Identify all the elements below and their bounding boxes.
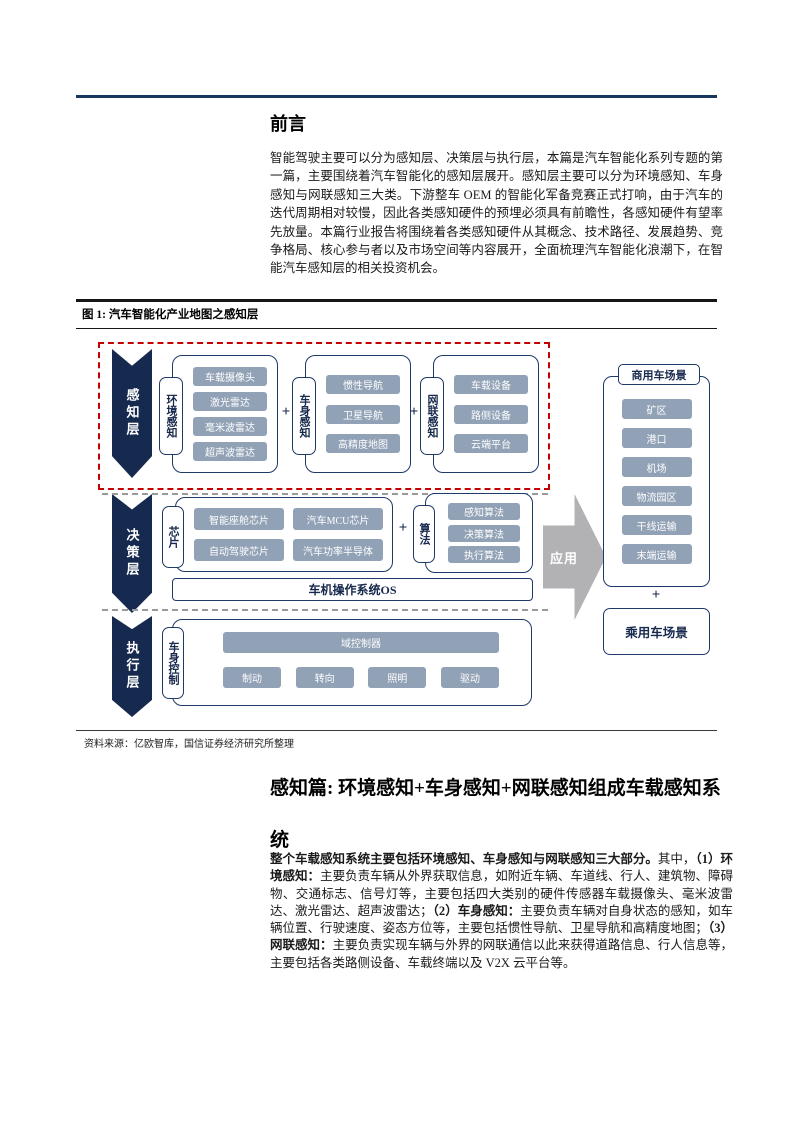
scenario-item-box: 矿区 <box>621 399 692 419</box>
env-item-box: 超声波雷达 <box>193 442 267 461</box>
algorithm-label: 算法 <box>413 505 435 563</box>
scenario-item-box: 机场 <box>621 457 692 477</box>
chip-item-box: 自动驾驶芯片 <box>194 539 284 561</box>
text-run: 其中， <box>657 852 696 866</box>
bold-run: （1）环境感知： <box>270 852 733 884</box>
algo-item-box: 决策算法 <box>448 524 520 542</box>
net-perception-group: 车载设备路侧设备云端平台 <box>433 355 539 473</box>
execution-items-row: 制动转向照明驱动 <box>223 667 499 688</box>
body-perception-label: 车身感知 <box>292 377 316 455</box>
algo-item-box: 感知算法 <box>448 503 520 521</box>
body-control-group: 域控制器 制动转向照明驱动 <box>172 619 532 706</box>
text-run: 主要负责车辆从外界获取信息，如附近车辆、车道线、行人、建筑物、障碍物、交通标志、… <box>270 869 733 918</box>
preface-paragraph: 智能驾驶主要可以分为感知层、决策层与执行层，本篇是汽车智能化系列专题的第一篇，主… <box>270 151 723 276</box>
section-heading: 感知篇: 环境感知+车身感知+网联感知组成车载感知系统 <box>270 778 721 851</box>
exec-item-box: 照明 <box>368 667 427 688</box>
chip-item-box: 智能座舱芯片 <box>194 508 284 530</box>
chip-item-box: 汽车MCU芯片 <box>293 508 383 530</box>
figure-caption-bar: 图 1: 汽车智能化产业地图之感知层 <box>76 299 717 329</box>
env-perception-label: 环境感知 <box>159 377 183 455</box>
scenario-item-box: 干线运输 <box>621 515 692 535</box>
plus-sign: + <box>651 587 661 603</box>
layer-arrow-execution: 执行层 <box>112 616 152 717</box>
bold-run: （2）车身感知： <box>432 903 521 918</box>
text-run: 主要负责实现车辆与外界的网联通信以此来获得道路信息、行人信息等，主要包括各类路侧… <box>270 938 733 970</box>
figure-source: 资料来源：亿欧智库，国信证券经济研究所整理 <box>84 739 294 750</box>
dashed-divider <box>102 493 548 495</box>
chip-label: 芯片 <box>162 506 184 568</box>
bold-run: （3）网联感知： <box>270 921 733 953</box>
layer-arrow-decision: 决策层 <box>112 494 152 613</box>
env-item-box: 车载摄像头 <box>193 367 267 386</box>
page-top-rule <box>76 95 717 98</box>
exec-item-box: 转向 <box>295 667 354 688</box>
env-item-box: 毫米波雷达 <box>193 417 267 436</box>
plus-sign: + <box>409 404 419 420</box>
algo-item-box: 执行算法 <box>448 545 520 563</box>
commercial-scenario-group: 矿区港口机场物流园区干线运输末端运输 <box>603 376 710 587</box>
env-perception-group: 车载摄像头激光雷达毫米波雷达超声波雷达 <box>172 355 278 473</box>
exec-item-box: 制动 <box>223 667 281 688</box>
scenario-item-box: 物流园区 <box>621 486 692 506</box>
layer-arrow-perception: 感知层 <box>112 349 152 478</box>
commercial-scenario-tab: 商用车场景 <box>618 364 700 385</box>
text-run: 主要负责车辆对自身状态的感知，如车辆位置、行驶速度、姿态方位等，主要包括惯性导航… <box>270 903 733 936</box>
scenario-item-box: 末端运输 <box>621 544 692 564</box>
dashed-divider <box>102 609 548 611</box>
algorithm-group: 感知算法决策算法执行算法 <box>425 493 533 573</box>
passenger-scenario-box: 乘用车场景 <box>603 608 710 655</box>
section-paragraph: 整个车载感知系统主要包括环境感知、车身感知与网联感知三大部分。其中，（1）环境感… <box>270 851 733 972</box>
body-item-box: 高精度地图 <box>326 434 400 454</box>
domain-controller-box: 域控制器 <box>223 632 499 653</box>
chip-group: 智能座舱芯片汽车MCU芯片自动驾驶芯片汽车功率半导体 <box>175 497 393 572</box>
body-perception-group: 惯性导航卫星导航高精度地图 <box>305 355 411 473</box>
bold-run: 整个车载感知系统主要包括环境感知、车身感知与网联感知三大部分。 <box>270 852 658 866</box>
figure-bottom-rule <box>76 730 717 731</box>
body-item-box: 卫星导航 <box>326 404 400 424</box>
body-item-box: 惯性导航 <box>326 374 400 394</box>
net-item-box: 车载设备 <box>454 374 528 394</box>
exec-item-box: 驱动 <box>440 667 499 688</box>
net-perception-label: 网联感知 <box>420 377 444 455</box>
chip-item-box: 汽车功率半导体 <box>293 539 383 561</box>
body-control-label: 车身控制 <box>162 627 184 699</box>
env-item-box: 激光雷达 <box>193 392 267 411</box>
application-arrow: 应用 <box>543 494 606 620</box>
net-item-box: 路侧设备 <box>454 404 528 424</box>
figure-caption: 图 1: 汽车智能化产业地图之感知层 <box>82 309 259 321</box>
scenario-item-box: 港口 <box>621 428 692 448</box>
preface-heading: 前言 <box>270 114 306 134</box>
plus-sign: + <box>398 520 408 536</box>
plus-sign: + <box>281 404 291 420</box>
perception-highlight-box <box>98 342 550 490</box>
net-item-box: 云端平台 <box>454 434 528 454</box>
os-bar: 车机操作系统OS <box>172 578 533 601</box>
